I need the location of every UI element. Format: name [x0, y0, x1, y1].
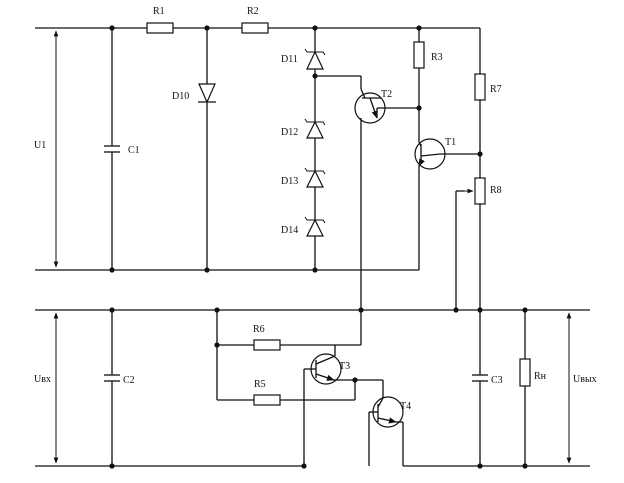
junction-dot [214, 307, 220, 313]
d10-diode [198, 83, 216, 104]
r3-label: R3 [431, 52, 443, 63]
junction-dot [301, 463, 307, 469]
junction-dot [109, 307, 115, 313]
d11-label: D11 [281, 54, 298, 65]
t4-label: T4 [400, 401, 411, 412]
junction-dot [109, 25, 115, 31]
r3-resistor [413, 41, 425, 69]
t3-transistor [310, 345, 342, 385]
rn-resistor [519, 358, 531, 387]
junction-dot [358, 307, 364, 313]
r2-label: R2 [247, 6, 259, 17]
junction-dot [109, 463, 115, 469]
d11-zener-bar [304, 48, 326, 56]
d13-label: D13 [281, 176, 298, 187]
uin-label: Uвх [34, 374, 51, 385]
r8-label: R8 [490, 185, 502, 196]
c2-label: C2 [123, 375, 135, 386]
upper-circuit: U1 C1 R1 D10 R2 D11 D12 D13 D14 [34, 6, 502, 310]
uout-label: Uвых [573, 374, 597, 385]
rn-label: Rн [534, 371, 547, 382]
r6-label: R6 [253, 324, 265, 335]
junction-dot [312, 73, 318, 79]
junction-dot [453, 307, 459, 313]
d14-zener [306, 218, 324, 237]
r5-label: R5 [254, 379, 266, 390]
d13-zener-bar [304, 167, 326, 175]
u1-label: U1 [34, 140, 46, 151]
junction-dot [477, 307, 483, 313]
junction-dot [522, 307, 528, 313]
d12-zener [306, 120, 324, 139]
junction-dot [416, 25, 422, 31]
r6-resistor [253, 339, 281, 351]
t2-label: T2 [381, 89, 392, 100]
d12-label: D12 [281, 127, 298, 138]
r7-label: R7 [490, 84, 502, 95]
t1-label: T1 [445, 137, 456, 148]
junction-dot [109, 267, 115, 273]
c1-label: C1 [128, 145, 140, 156]
junction-dot [312, 25, 318, 31]
c3-label: C3 [491, 375, 503, 386]
r7-resistor [474, 73, 486, 101]
d14-zener-bar [304, 216, 326, 224]
t2-transistor [354, 88, 386, 124]
t3-label: T3 [339, 361, 350, 372]
junction-dot [204, 267, 210, 273]
r5-resistor [253, 394, 281, 406]
junction-dot [214, 342, 220, 348]
junction-dot [416, 105, 422, 111]
r2-resistor [241, 22, 269, 34]
r1-resistor [146, 22, 174, 34]
lower-circuit: Uвх C2 R6 T3 R5 [34, 307, 597, 469]
d13-zener [306, 169, 324, 188]
d10-label: D10 [172, 91, 189, 102]
r1-label: R1 [153, 6, 165, 17]
d12-zener-bar [304, 118, 326, 126]
d14-label: D14 [281, 225, 298, 236]
junction-dot [477, 463, 483, 469]
r8-potentiometer [474, 177, 486, 205]
junction-dot [352, 377, 358, 383]
junction-dot [522, 463, 528, 469]
junction-dot [312, 267, 318, 273]
junction-dot [204, 25, 210, 31]
junction-dot [477, 151, 483, 157]
d11-zener [306, 50, 324, 70]
